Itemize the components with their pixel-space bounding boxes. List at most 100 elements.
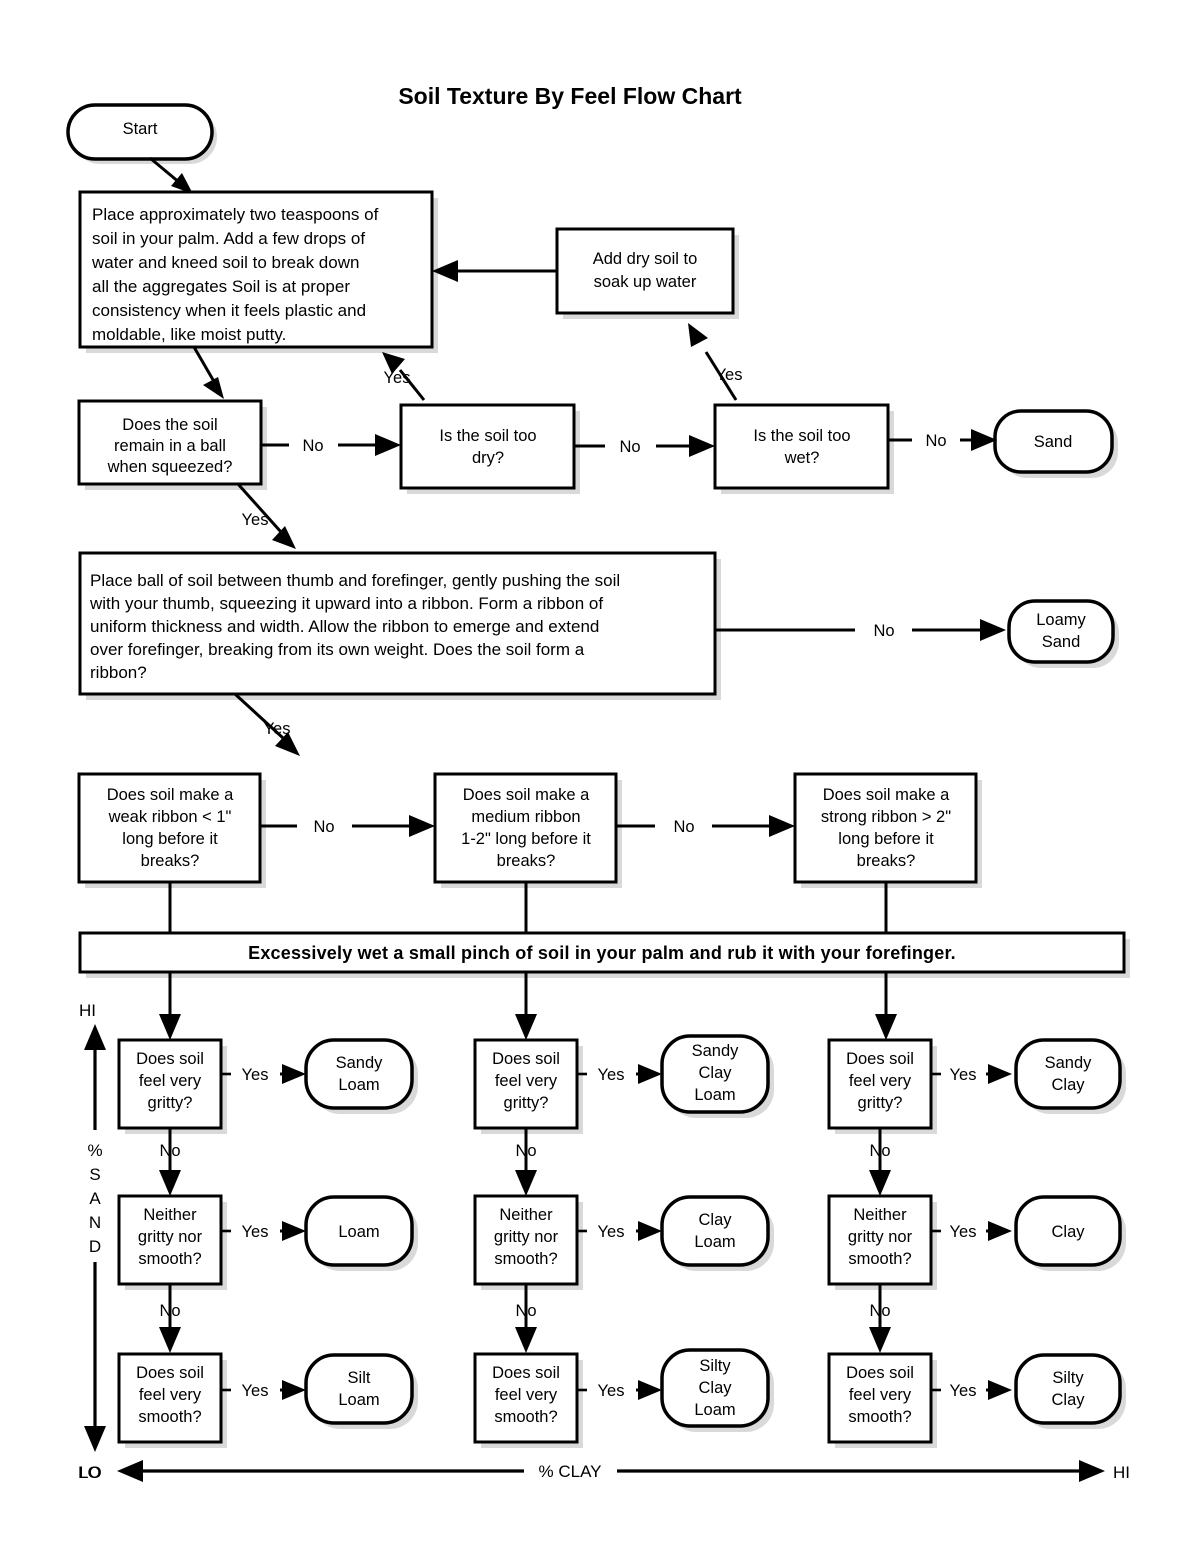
node-start-label: Start	[123, 120, 158, 138]
node-gritty-col1[interactable]: Does soil feel very gritty?	[117, 1038, 227, 1134]
edge-ball-no-to-toodry: No	[261, 434, 401, 456]
node-neither-col2[interactable]: Neither gritty nor smooth?	[473, 1194, 583, 1290]
edge-banner-to-col1	[159, 972, 181, 1040]
node-medium-ribbon-line-0: Does soil make a	[463, 786, 590, 804]
node-clay-loam-line-1: Loam	[694, 1233, 735, 1251]
node-clay-loam[interactable]: Clay Loam	[660, 1195, 774, 1271]
node-sandy-clay-line-1: Clay	[1051, 1076, 1085, 1094]
edge-neither-col3-yes: Yes	[931, 1221, 1012, 1241]
edge-label-neither-col2-yes: Yes	[598, 1223, 625, 1241]
node-smooth-col1[interactable]: Does soil feel very smooth?	[117, 1352, 227, 1448]
node-too-wet-line-0: Is the soil too	[753, 427, 850, 445]
node-smooth-col2[interactable]: Does soil feel very smooth?	[473, 1352, 583, 1448]
node-strong-ribbon[interactable]: Does soil make a strong ribbon > 2" long…	[793, 772, 982, 888]
node-weak-ribbon[interactable]: Does soil make a weak ribbon < 1" long b…	[77, 772, 266, 888]
node-neither-col1-line-0: Neither	[143, 1206, 197, 1224]
edge-gritty-col3-no: No	[869, 1128, 891, 1196]
node-add-dry-soil[interactable]: Add dry soil to soak up water	[555, 227, 739, 319]
node-neither-col1[interactable]: Neither gritty nor smooth?	[117, 1194, 227, 1290]
node-remain-in-ball-line-0: Does the soil	[122, 416, 217, 434]
edge-gritty-col2-yes: Yes	[577, 1064, 662, 1084]
banner-instruction-label: Excessively wet a small pinch of soil in…	[248, 943, 956, 963]
node-medium-ribbon[interactable]: Does soil make a medium ribbon 1-2" long…	[433, 772, 622, 888]
edge-label-toodry-no: No	[619, 438, 640, 456]
node-gritty-col3[interactable]: Does soil feel very gritty?	[827, 1038, 937, 1134]
node-smooth-col2-line-2: smooth?	[494, 1408, 557, 1426]
node-sandy-clay[interactable]: Sandy Clay	[1014, 1038, 1126, 1114]
edge-label-toodry-yes: Yes	[384, 369, 411, 387]
edge-ball-yes-to-ribbonstep: Yes	[236, 482, 296, 549]
node-step1-line-3: all the aggregates Soil is at proper	[92, 277, 350, 296]
axis-clay-horizontal: LO % CLAY HI	[79, 1460, 1130, 1482]
edge-adddry-to-step1	[432, 260, 557, 282]
node-ribbon-step-line-3: over forefinger, breaking from its own w…	[90, 640, 585, 659]
node-smooth-col3-line-2: smooth?	[848, 1408, 911, 1426]
node-sandy-clay-loam[interactable]: Sandy Clay Loam	[660, 1034, 774, 1118]
node-loam[interactable]: Loam	[304, 1195, 418, 1271]
edge-neither-col2-yes: Yes	[577, 1221, 662, 1241]
node-sandy-clay-loam-line-0: Sandy	[692, 1042, 740, 1060]
node-neither-col1-line-1: gritty nor	[138, 1228, 203, 1246]
node-sandy-loam-line-1: Loam	[338, 1076, 379, 1094]
node-silty-clay-line-0: Silty	[1052, 1369, 1084, 1387]
edge-smooth-col2-yes: Yes	[577, 1380, 662, 1400]
edge-label-smooth-col1-yes: Yes	[242, 1382, 269, 1400]
node-gritty-col1-line-1: feel very	[139, 1072, 202, 1090]
node-smooth-col3[interactable]: Does soil feel very smooth?	[827, 1352, 937, 1448]
node-sandy-clay-line-0: Sandy	[1045, 1054, 1093, 1072]
node-weak-ribbon-line-1: weak ribbon < 1"	[108, 808, 232, 826]
edge-label-smooth-col3-yes: Yes	[950, 1382, 977, 1400]
node-clay-loam-line-0: Clay	[698, 1211, 732, 1229]
node-ribbon-step[interactable]: Place ball of soil between thumb and for…	[78, 551, 721, 700]
node-neither-col1-line-2: smooth?	[138, 1250, 201, 1268]
node-gritty-col2-line-2: gritty?	[504, 1094, 549, 1112]
node-gritty-col2-line-1: feel very	[495, 1072, 558, 1090]
edge-label-ball-no: No	[302, 437, 323, 455]
node-neither-col3-line-2: smooth?	[848, 1250, 911, 1268]
node-too-wet[interactable]: Is the soil too wet?	[713, 403, 894, 494]
axis-sand-letter-1: S	[89, 1165, 100, 1184]
node-too-dry-line-0: Is the soil too	[439, 427, 536, 445]
node-step1-line-1: soil in your palm. Add a few drops of	[92, 229, 365, 248]
node-sand[interactable]: Sand	[993, 409, 1118, 478]
node-ribbon-step-line-0: Place ball of soil between thumb and for…	[90, 571, 620, 590]
node-step1-line-0: Place approximately two teaspoons of	[92, 205, 379, 224]
node-sand-label: Sand	[1034, 433, 1073, 451]
node-neither-col3[interactable]: Neither gritty nor smooth?	[827, 1194, 937, 1290]
edge-label-neither-col3-yes: Yes	[950, 1223, 977, 1241]
node-loamy-sand[interactable]: Loamy Sand	[1007, 599, 1119, 668]
node-gritty-col2[interactable]: Does soil feel very gritty?	[473, 1038, 583, 1134]
node-smooth-col1-line-0: Does soil	[136, 1364, 204, 1382]
node-medium-ribbon-line-1: medium ribbon	[471, 808, 580, 826]
node-clay[interactable]: Clay	[1014, 1195, 1126, 1271]
node-silt-loam[interactable]: Silt Loam	[304, 1353, 418, 1429]
axis-sand-letter-3: N	[89, 1213, 101, 1232]
edge-label-smooth-col2-yes: Yes	[598, 1382, 625, 1400]
node-silty-clay[interactable]: Silty Clay	[1014, 1353, 1126, 1429]
node-step1[interactable]: Place approximately two teaspoons of soi…	[78, 190, 438, 353]
node-silty-clay-loam-line-2: Loam	[694, 1401, 735, 1419]
node-neither-col3-line-0: Neither	[853, 1206, 907, 1224]
node-smooth-col1-line-1: feel very	[139, 1386, 202, 1404]
node-weak-ribbon-line-0: Does soil make a	[107, 786, 234, 804]
node-start[interactable]: Start	[66, 103, 217, 164]
node-ribbon-step-line-2: uniform thickness and width. Allow the r…	[90, 617, 599, 636]
edge-label-ribbonstep-no: No	[873, 622, 894, 640]
node-neither-col2-line-0: Neither	[499, 1206, 553, 1224]
node-gritty-col3-line-2: gritty?	[858, 1094, 903, 1112]
node-remain-in-ball-line-1: remain in a ball	[114, 437, 226, 455]
node-sandy-clay-loam-line-2: Loam	[694, 1086, 735, 1104]
node-loam-line-0: Loam	[338, 1223, 379, 1241]
node-smooth-col3-line-0: Does soil	[846, 1364, 914, 1382]
node-add-dry-soil-line-1: soak up water	[594, 273, 697, 291]
node-silty-clay-loam[interactable]: Silty Clay Loam	[660, 1348, 774, 1432]
node-sandy-loam-line-0: Sandy	[336, 1054, 384, 1072]
node-gritty-col3-line-0: Does soil	[846, 1050, 914, 1068]
banner-instruction: Excessively wet a small pinch of soil in…	[78, 931, 1130, 978]
node-too-dry[interactable]: Is the soil too dry?	[399, 403, 580, 494]
node-strong-ribbon-line-1: strong ribbon > 2"	[821, 808, 951, 826]
node-sandy-loam[interactable]: Sandy Loam	[304, 1038, 418, 1114]
node-smooth-col2-line-0: Does soil	[492, 1364, 560, 1382]
node-remain-in-ball[interactable]: Does the soil remain in a ball when sque…	[77, 399, 267, 490]
